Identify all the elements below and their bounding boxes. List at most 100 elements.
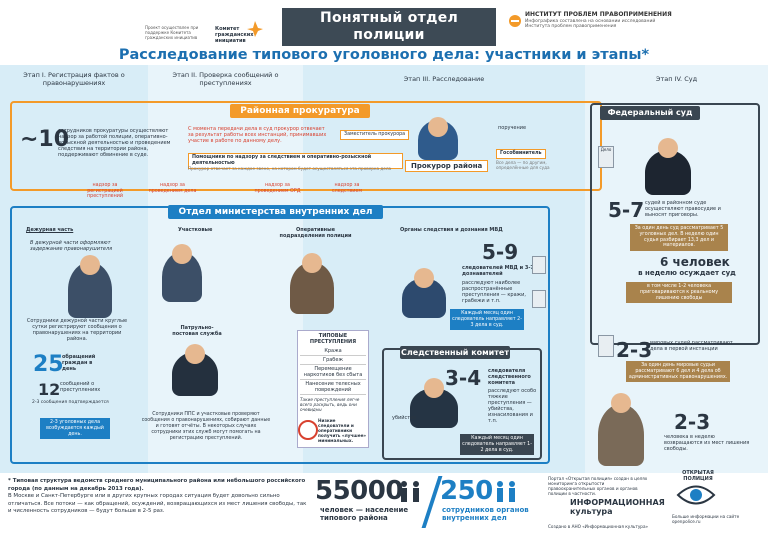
investigators-month: Каждый месяц один следователь направляет… <box>450 309 524 331</box>
duty-officer-head <box>80 255 100 275</box>
case-folder-icon: Дело <box>598 146 614 168</box>
duty-text: Сотрудники дежурной части круглые сутки … <box>26 318 128 342</box>
supervision-ord: надзор за проведением ОРД <box>254 183 301 194</box>
duty-note: В дежурной части оформляют задержание пр… <box>30 240 113 252</box>
culture-brand: ИНФОРМАЦИОННАЯ культура <box>570 498 665 516</box>
committee-month: Каждый месяц один следователь направляет… <box>460 434 534 456</box>
stage-2-label: Этап II. Проверка сообщений о преступлен… <box>172 71 279 87</box>
magistrate-note: За один день мировые судьи рассматривают… <box>626 361 730 383</box>
supervision-investigation: надзор за следствием <box>332 183 362 194</box>
supervision-case: надзор за проведением дела <box>148 183 197 194</box>
committee-investigator-head <box>424 378 444 398</box>
open-police-logo-icon <box>676 480 716 510</box>
stage-4-label: Этап IV. Суд <box>655 75 698 83</box>
judges-note: За один день суд рассматривает 5 уголовн… <box>630 224 728 252</box>
committee-note: расследуют особо тяжкие преступления — у… <box>488 388 537 424</box>
case-folder-icon <box>598 335 614 357</box>
committee-banner: Следственный комитет <box>400 346 510 359</box>
patrol-title: Патрульно-постовая служба <box>172 325 222 337</box>
open-police-name: ОТКРЫТАЯ ПОЛИЦИЯ <box>682 470 714 482</box>
officers-number: 250 <box>440 476 493 506</box>
weekly-number: 6 человек <box>660 255 730 269</box>
officers-icon <box>494 480 520 504</box>
institute-logo-icon <box>508 14 522 28</box>
crimes-number: 12 <box>38 380 61 399</box>
page-title: Понятный отдел полиции <box>319 10 459 43</box>
low-text: Низкие следователи и оперативники получи… <box>318 418 367 443</box>
crime-type-item: Нанесение телесных повреждений <box>300 380 366 395</box>
population-number: 55000 <box>315 476 403 506</box>
chief-prosecutor: Прокурор района <box>405 160 489 172</box>
magistrate-text: мировых судей рассматривают дела в перво… <box>650 340 733 352</box>
district-title: Участковые <box>178 227 213 233</box>
main-title: Расследование типового уголовного дела: … <box>118 47 650 63</box>
assistants-note: Прокурор отвечает за каждое звено, на ко… <box>188 166 392 171</box>
operative-title: Оперативные подразделения полиции <box>279 227 352 239</box>
case-folder-icon <box>532 256 546 274</box>
reports-number: 25 <box>33 352 64 377</box>
murder-label: убийство <box>392 415 417 421</box>
prosecutor-count-text: сотрудников прокуратуры осуществляют над… <box>58 128 171 158</box>
crime-note: Такие преступления легче всего раскрыть,… <box>300 397 360 412</box>
brand-name: Комитет гражданских инициатив <box>215 26 254 44</box>
patrol-officer-head <box>185 344 205 364</box>
cases-note: 2-3 уголовных дела возбуждается каждый д… <box>40 418 110 440</box>
population-text: человек — население типового района <box>320 506 409 522</box>
title-band: Понятный отдел полиции в контексте траек… <box>282 8 496 54</box>
investigator-head <box>414 268 434 288</box>
weekly-note: в том числе 1-2 человека приговариваются… <box>626 282 732 304</box>
institute-note: Инфографика составлена на основании иссл… <box>525 18 656 30</box>
weekly-text: в неделю осуждает суд <box>638 269 736 277</box>
crimes-text: сообщений о преступлениях <box>60 381 101 393</box>
investigators-number: 5-9 <box>482 240 519 264</box>
police-banner: Отдел министерства внутренних дел <box>168 205 383 219</box>
crime-type-item: Грабеж <box>300 356 366 365</box>
investigation-title: Органы следствия и дознания МВД <box>400 227 503 233</box>
reports-text: обращений граждан в день <box>62 354 96 372</box>
investigators-note: расследуют наиболее распространённые пре… <box>462 280 526 304</box>
crime-types-title: ТИПОВЫЕ ПРЕСТУПЛЕНИЯ <box>309 333 357 345</box>
case-folder-icon <box>532 290 546 308</box>
officers-text: сотрудников органов внутренних дел <box>442 506 529 522</box>
court-banner: Федеральный суд <box>600 106 700 120</box>
committee-text: следователя следственного комитета <box>488 368 531 386</box>
confirmed-text: 2-3 сообщения подтверждается <box>32 400 109 405</box>
state-prosecutor-note: Все дела — по другим, определённые для с… <box>496 160 550 170</box>
page-subtitle: в контексте траектории уголовного дела <box>306 45 472 54</box>
stage-1-label: Этап I. Регистрация фактов о правонаруше… <box>23 71 125 87</box>
no-entry-icon <box>298 420 318 440</box>
duty-title: Дежурная часть <box>26 227 74 233</box>
culture-note: Создано в АНО «Информационная культура» <box>548 524 649 529</box>
crime-type-item: Кража <box>300 347 366 356</box>
brand-logo-icon <box>246 20 264 38</box>
footer-note: * Типовая структура ведомств среднего му… <box>8 478 308 516</box>
portal-text: Портал «Открытая полиция» создан в целях… <box>548 476 648 496</box>
released-person-head <box>611 393 631 413</box>
investigators-text: следователей МВД и 3-7 дознавателей <box>462 265 534 277</box>
footer-note-text: В Москве и Санкт-Петербурге или в других… <box>8 493 307 514</box>
case-folder-label: Дело <box>600 147 612 152</box>
prosecutor-banner: Районная прокуратура <box>230 104 370 118</box>
open-police-note: Больше информации на сайте openpolice.ru <box>672 514 740 524</box>
deputy-prosecutor: Заместитель прокурора <box>340 130 410 140</box>
assistants-label: Помощники по надзору за следствием и опе… <box>188 153 403 169</box>
district-officer-head <box>172 244 192 264</box>
prison-number: 2-3 <box>674 410 711 434</box>
crime-type-item: Перемещение наркотиков без сбыта <box>300 365 366 380</box>
supervision-registration: надзор за регистрацией преступлений <box>87 183 123 199</box>
magistrate-number: 2-3 <box>616 338 653 362</box>
footer-note-title: * Типовая структура ведомств среднего му… <box>8 478 306 492</box>
prosecutor-count: ~10 <box>20 127 70 152</box>
family-icon <box>398 480 424 504</box>
institute-block: ИНСТИТУТ ПРОБЛЕМ ПРАВОПРИМЕНЕНИЯ Инфогра… <box>525 11 675 30</box>
order-label: поручение <box>498 125 527 131</box>
sponsor-text: Проект осуществлен при поддержке Комитет… <box>145 25 199 40</box>
prison-text: человека в неделю возвращаются из мест л… <box>664 434 750 452</box>
operative-head <box>302 253 322 273</box>
judges-text: судей в районном суде осуществляют право… <box>645 200 721 218</box>
institute-name: ИНСТИТУТ ПРОБЛЕМ ПРАВОПРИМЕНЕНИЯ <box>525 11 672 18</box>
stage-3-label: Этап III. Расследование <box>403 75 485 83</box>
committee-number: 3-4 <box>445 366 482 390</box>
patrol-text: Сотрудники ППС и участковые проверяют со… <box>141 412 271 441</box>
